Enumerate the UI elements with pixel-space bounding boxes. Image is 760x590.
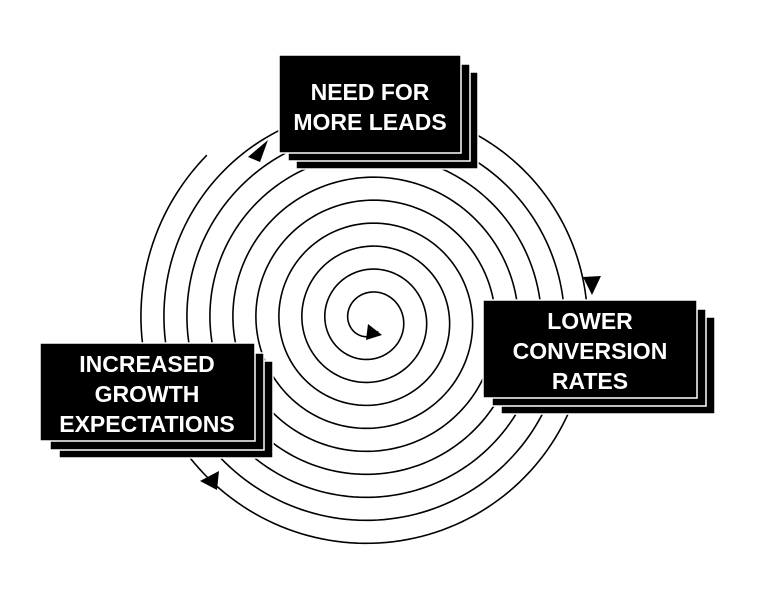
stage-label-line: CONVERSION: [513, 338, 668, 364]
arrow-head-icon: [200, 471, 219, 490]
arrow-head-icon: [366, 324, 382, 340]
stage-box-leads: NEED FOR MORE LEADS: [278, 54, 479, 170]
arrow-head-icon: [583, 276, 601, 295]
stage-label-line: LOWER: [547, 308, 633, 334]
arrow-head-icon: [248, 140, 268, 162]
stage-box-growth: INCREASED GROWTH EXPECTATIONS: [39, 342, 274, 459]
stage-label-line: RATES: [552, 368, 628, 394]
stage-box-conversion: LOWER CONVERSION RATES: [482, 299, 716, 415]
stage-label-line: GROWTH: [95, 381, 200, 407]
stage-label-line: NEED FOR: [311, 79, 430, 105]
stage-label-line: MORE LEADS: [293, 109, 446, 135]
stage-label-line: INCREASED: [79, 351, 214, 377]
stage-label-line: EXPECTATIONS: [59, 411, 235, 437]
